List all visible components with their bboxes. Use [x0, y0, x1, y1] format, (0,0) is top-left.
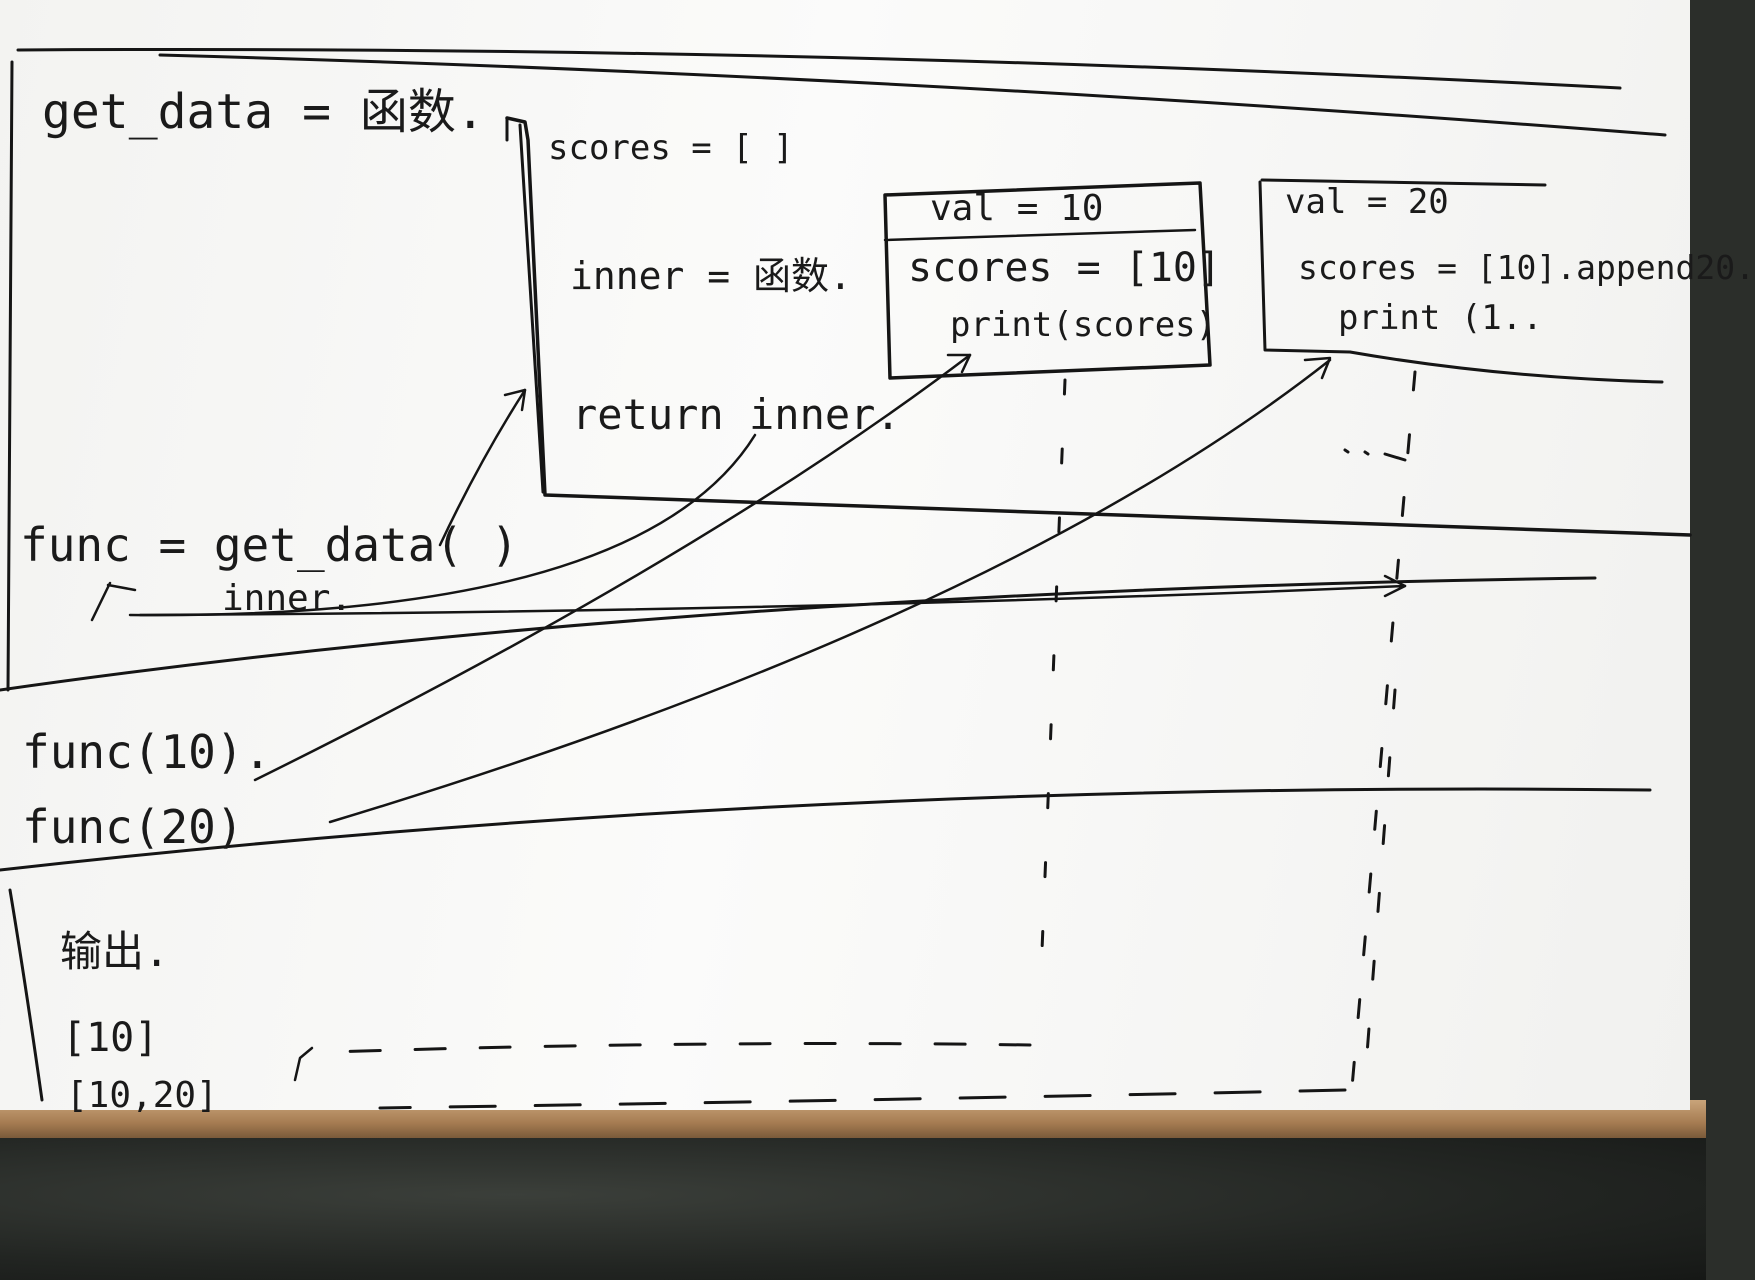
call-frame-1-divider [883, 228, 1197, 242]
output-dashed-path-2 [378, 1088, 1347, 1110]
call-frame-2-scores: scores = [10].append20. [1298, 248, 1755, 287]
frame-2-dashed-line [1348, 370, 1417, 1112]
divider-1 [0, 576, 1597, 692]
paper-sheet [0, 0, 1690, 1110]
call-frame-2-val: val = 20 [1285, 182, 1449, 222]
return-statement: return inner. [572, 390, 901, 439]
ink-drawing [0, 47, 1692, 1112]
call-frame-2-print: print (1.. [1338, 298, 1543, 338]
call-10-arrow-head [946, 353, 972, 374]
get-data-definition: get_data = 函数. [42, 84, 485, 140]
call-20-arrow [328, 358, 1332, 824]
output-arrow-head [293, 1046, 314, 1082]
left-frame-line [6, 60, 14, 692]
output-line-2: [10,20] [66, 1075, 218, 1116]
call-frame-2-box [1258, 180, 1352, 354]
top-frame-line-2 [158, 53, 1667, 137]
output-line-1: [10] [62, 1015, 159, 1061]
ellipsis-marks [1343, 448, 1407, 462]
output-dashed-path [328, 1042, 1032, 1054]
func-assignment: func = get_data( ) [20, 518, 519, 572]
get-data-body-box-left [518, 123, 545, 494]
frame-1-dashed-line [1038, 378, 1067, 1002]
output-frame-left [8, 888, 44, 1102]
call-frame-1-box [883, 181, 1212, 380]
func-call-10: func(10). [22, 725, 272, 779]
call-10-arrow [253, 353, 972, 782]
inner-return-curve [128, 433, 757, 617]
func-call-20: func(20) [22, 800, 244, 854]
call-frame-2-bottom [1348, 350, 1664, 384]
scores-init-statement: scores = [ ] [548, 128, 794, 168]
divider-2 [0, 787, 1652, 872]
inner-return-head [90, 581, 137, 622]
dark-floor-background [0, 1138, 1706, 1280]
call-frame-1-print: print(scores) [950, 305, 1217, 345]
call-frame-1-val: val = 10 [930, 188, 1104, 229]
inner-definition: inner = 函数. [570, 254, 852, 298]
return-arrow-head [503, 388, 527, 412]
call-frame-1-scores: scores = [10] [908, 245, 1222, 291]
top-frame-line [16, 47, 1622, 90]
return-arrow [438, 388, 527, 547]
call-frame-2-top [1260, 178, 1547, 187]
returned-inner-label: inner. [222, 578, 353, 619]
right-arrow [138, 584, 1407, 617]
output-heading: 输出. [60, 927, 170, 976]
get-data-body-box [505, 116, 1692, 537]
call-20-arrow-head [1303, 356, 1332, 380]
right-arrow-head [1383, 574, 1407, 598]
